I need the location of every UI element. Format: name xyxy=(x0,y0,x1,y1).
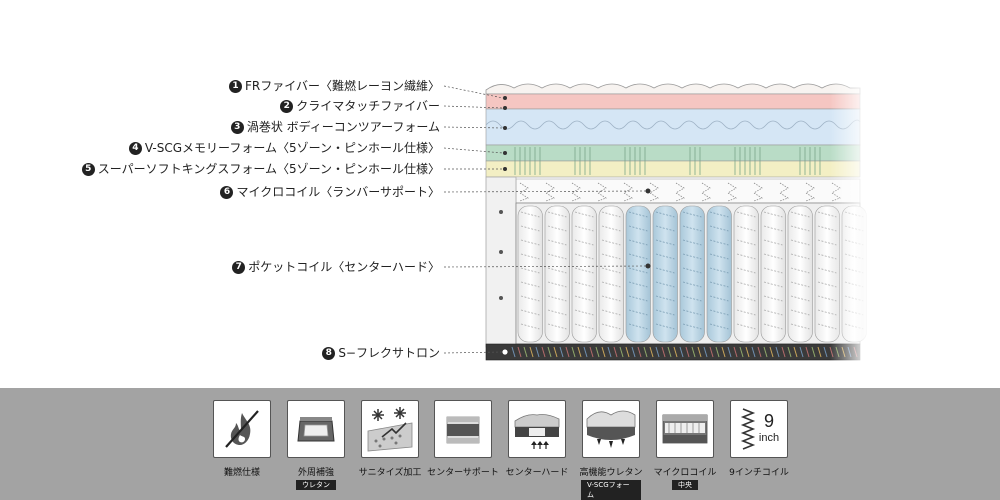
center-support-icon xyxy=(446,416,480,444)
edge-support-foam xyxy=(485,176,517,348)
feature-sub-label: 中央 xyxy=(672,480,698,490)
layer-fr-fiber xyxy=(485,83,861,95)
layer-climatouch xyxy=(485,93,861,110)
feature-center-support: センターサポート xyxy=(427,400,499,478)
pocket-coil xyxy=(706,205,732,343)
sanitized-icon xyxy=(367,407,413,452)
layer-s-flexatron xyxy=(485,343,861,361)
coil-badge-unit: inch xyxy=(759,432,779,444)
pocket-coil xyxy=(760,205,786,343)
flame-retardant-icon xyxy=(225,410,259,448)
feature-label: センターハード xyxy=(505,468,569,478)
pocket-coil xyxy=(787,205,813,343)
leader-lines xyxy=(443,85,647,354)
layer-vscg-memory-foam xyxy=(485,144,861,162)
feature-sub-label: V-SCGフォーム xyxy=(581,480,641,500)
feature-label: 難燃仕様 xyxy=(223,468,260,478)
center-hard-icon xyxy=(514,414,560,449)
pocket-coil xyxy=(544,205,570,343)
high-performance-urethane-icon xyxy=(586,410,636,448)
feature-label: 9インチコイル xyxy=(729,468,789,478)
nine-inch-coil-icon: 9 inch xyxy=(740,408,779,450)
layer-convoluted-foam xyxy=(485,108,861,146)
micro-coil-icon xyxy=(662,414,708,444)
perimeter-reinforcement-icon xyxy=(297,417,335,442)
feature-flame-retardant: 難燃仕様 xyxy=(212,400,272,478)
pocket-coil xyxy=(733,205,759,343)
feature-micro-coil: マイクロコイル 中央 xyxy=(653,400,717,490)
feature-icon-bar: 難燃仕様 外周補強 ウレタン サニタイズ加工 xyxy=(0,388,1000,500)
feature-sub-label: ウレタン xyxy=(296,480,336,490)
feature-sanitized: サニタイズ加工 xyxy=(358,400,422,478)
feature-perimeter-reinforcement: 外周補強 ウレタン xyxy=(286,400,346,490)
feature-label: センターサポート xyxy=(427,468,499,478)
feature-label: 外周補強 xyxy=(297,468,334,478)
pocket-coil xyxy=(625,205,651,343)
layer-micro-coil xyxy=(515,178,861,204)
pinhole-pattern xyxy=(514,147,821,175)
feature-nine-inch-coil: 9 inch 9インチコイル xyxy=(729,400,789,478)
pocket-coil xyxy=(598,205,624,343)
feature-center-hard: センターハード xyxy=(505,400,569,478)
layer-markers xyxy=(503,96,651,269)
pocket-coil xyxy=(517,205,543,343)
feature-label: サニタイズ加工 xyxy=(358,468,422,478)
mattress-cross-section xyxy=(443,75,870,375)
pocket-coil-springs xyxy=(517,205,867,343)
pocket-coil xyxy=(571,205,597,343)
layer-super-soft-foam xyxy=(485,160,861,178)
feature-high-performance-urethane: 高機能ウレタン V-SCGフォーム xyxy=(579,400,643,500)
pocket-coil xyxy=(679,205,705,343)
pocket-coil xyxy=(652,205,678,343)
feature-label: マイクロコイル xyxy=(653,468,717,478)
coil-badge-number: 9 xyxy=(764,411,774,431)
feature-label: 高機能ウレタン xyxy=(579,468,643,478)
